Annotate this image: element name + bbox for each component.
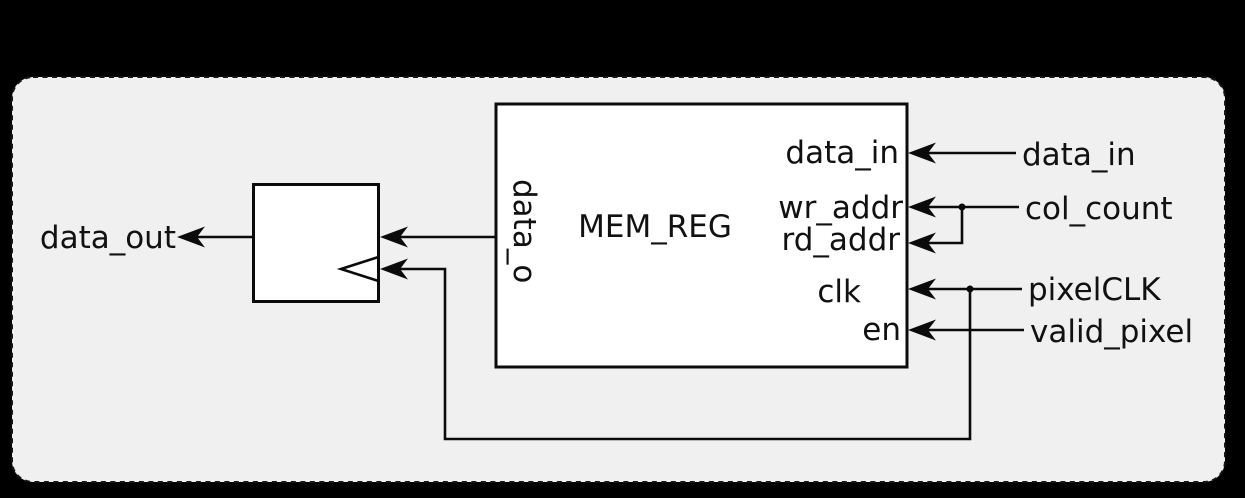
- clock-wedge-icon: [336, 255, 379, 283]
- signal-label-data-out: data_out: [40, 220, 176, 256]
- arrowhead-wr-addr-icon: [908, 196, 936, 218]
- wire-rd-addr-branch: [928, 207, 964, 245]
- mem-reg-block: [494, 102, 909, 369]
- arrowhead-data-in-icon: [908, 142, 936, 164]
- signal-label-data-in: data_in: [1022, 137, 1136, 173]
- wire-clock-route: [400, 267, 972, 441]
- register-block: [252, 183, 380, 303]
- port-label-en: en: [862, 312, 901, 348]
- arrowhead-data-out-icon: [177, 226, 205, 248]
- arrowhead-en-icon: [908, 319, 936, 341]
- port-label-data-in: data_in: [785, 135, 899, 171]
- signal-label-pixelclk: pixelCLK: [1028, 272, 1161, 308]
- port-label-data-o: data_o: [506, 179, 542, 283]
- signal-label-valid-pixel: valid_pixel: [1030, 314, 1193, 350]
- port-label-wr-addr: wr_addr: [778, 190, 903, 226]
- mem-reg-title: MEM_REG: [578, 209, 732, 245]
- junction-dot-col-count: [958, 203, 966, 211]
- arrowhead-register-data-icon: [380, 226, 408, 248]
- signal-label-col-count: col_count: [1025, 191, 1173, 227]
- arrowhead-rd-addr-icon: [908, 232, 936, 254]
- junction-dot-pixelclk: [966, 285, 974, 293]
- arrowhead-register-clk-icon: [380, 258, 408, 280]
- port-label-clk: clk: [817, 274, 861, 310]
- port-label-rd-addr: rd_addr: [782, 222, 901, 258]
- arrowhead-clk-icon: [908, 278, 936, 300]
